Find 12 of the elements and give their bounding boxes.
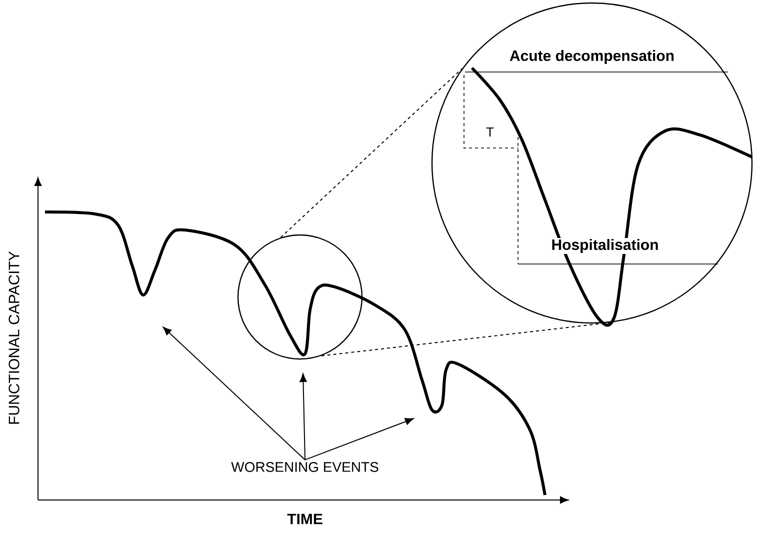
arrow: [162, 326, 306, 460]
zoom-line: [280, 68, 463, 238]
axis-label: FUNCTIONAL CAPACITY: [8, 251, 20, 424]
text-label: Acute decompensation: [510, 50, 674, 64]
axis-label: TIME: [287, 514, 322, 524]
zoom-line: [320, 322, 612, 356]
arrow: [304, 418, 414, 460]
text-label: T: [486, 128, 494, 136]
text-label: WORSENING EVENTS: [231, 462, 378, 472]
magnifier-circle: [237, 234, 363, 360]
arrow: [300, 373, 307, 460]
text-label: Hospitalisation: [550, 238, 660, 254]
